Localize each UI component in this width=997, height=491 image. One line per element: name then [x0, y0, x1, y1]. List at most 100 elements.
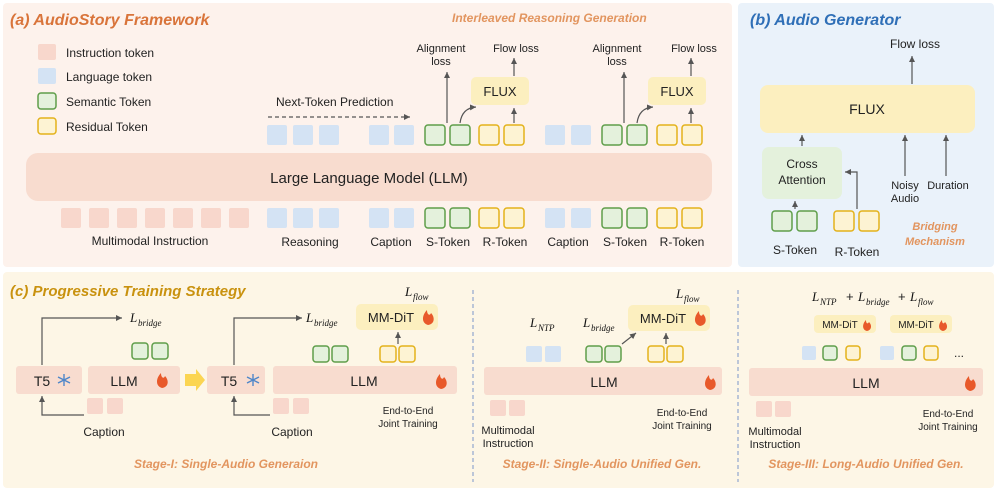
stage3-label: Stage-III: Long-Audio Unified Gen.	[768, 457, 963, 471]
arrow-rtoken-to-cross	[845, 169, 858, 209]
loss-L: L	[909, 289, 917, 304]
plus-sign: +	[846, 289, 854, 304]
language-token	[880, 346, 894, 360]
instruction-token	[117, 208, 137, 228]
label-multimodal-instruction: Multimodal Instruction	[92, 234, 209, 248]
language-token	[293, 208, 313, 228]
plus-sign: +	[898, 289, 906, 304]
panel-a-title: (a) AudioStory Framework	[10, 12, 211, 29]
residual-token	[656, 124, 678, 146]
b-r-token-label: R-Token	[835, 245, 880, 259]
llm-block	[26, 153, 712, 201]
t5-block-1	[16, 366, 82, 394]
semantic-token	[901, 345, 917, 361]
flame-icon	[157, 373, 168, 388]
llm-block-stage1a	[88, 366, 180, 394]
noisy-audio-label-1: Noisy	[891, 180, 919, 192]
legend-language-label: Language token	[66, 70, 152, 84]
semantic-token	[601, 124, 623, 146]
label-s-token-2: S-Token	[603, 235, 647, 249]
residual-token	[845, 345, 861, 361]
llm-block-stage3	[749, 368, 983, 396]
loss-sub: bridge	[866, 297, 890, 307]
loss-flow-s2: L flow	[675, 286, 700, 304]
loss-sub: NTP	[819, 297, 837, 307]
label-s-token-1: S-Token	[426, 235, 470, 249]
loss-sub: flow	[413, 292, 429, 302]
panel-b-flux-label: FLUX	[849, 101, 885, 117]
panel-a-subtitle: Interleaved Reasoning Generation	[452, 11, 647, 25]
language-token	[545, 125, 565, 145]
e2e-label-s2a: End-to-End	[657, 408, 708, 419]
instruction-token	[89, 208, 109, 228]
instruction-token	[145, 208, 165, 228]
residual-token	[478, 207, 500, 229]
semantic-token	[449, 207, 471, 229]
t5-block-2	[207, 366, 265, 394]
language-token	[802, 346, 816, 360]
instruction-token	[273, 398, 289, 414]
mmdit-label-s2: MM-DiT	[640, 311, 686, 326]
flame-icon	[705, 375, 716, 390]
label-r-token-2: R-Token	[660, 235, 705, 249]
residual-token	[503, 124, 525, 146]
residual-token	[681, 124, 703, 146]
lower-token-row	[61, 207, 703, 229]
flame-icon	[965, 376, 976, 391]
residual-token	[647, 345, 665, 363]
llm-label-stage3: LLM	[852, 375, 879, 391]
stage2-label: Stage-II: Single-Audio Unified Gen.	[503, 457, 702, 471]
arrow-semantic-to-flux-1	[459, 104, 477, 124]
instruction-token	[756, 401, 772, 417]
flame-icon	[863, 320, 872, 331]
residual-token	[923, 345, 939, 361]
transition-arrow	[185, 369, 205, 391]
flow-loss-2: Flow loss	[671, 43, 717, 55]
loss-formula-s3: L NTP + L bridge + L flow	[811, 289, 934, 307]
semantic-token	[626, 124, 648, 146]
caption-label-2: Caption	[271, 425, 312, 439]
alignment-loss-1a: Alignment	[417, 43, 466, 55]
semantic-token	[131, 342, 149, 360]
e2e-label-s3a: End-to-End	[923, 409, 974, 420]
arrow-t5-to-bridge-2	[233, 315, 302, 365]
arrow-semantic-to-mmdit-s2	[621, 332, 637, 345]
b-semantic-token	[771, 210, 793, 232]
loss-L: L	[582, 315, 590, 330]
loss-L: L	[675, 286, 683, 301]
semantic-token	[331, 345, 349, 363]
cross-attention-label-2: Attention	[778, 173, 825, 187]
mmdit-label-s1: MM-DiT	[368, 310, 414, 325]
mmdit-block-s3b	[890, 315, 952, 333]
loss-L: L	[529, 315, 537, 330]
language-token	[571, 208, 591, 228]
loss-sub: flow	[918, 297, 934, 307]
language-token	[571, 125, 591, 145]
b-s-token-label: S-Token	[773, 243, 817, 257]
flux-label-2: FLUX	[660, 84, 694, 99]
instruction-token	[61, 208, 81, 228]
flux-block-2	[648, 77, 706, 105]
mmdit-label-s3b: MM-DiT	[898, 320, 934, 331]
residual-token	[666, 345, 684, 363]
loss-L: L	[129, 310, 137, 325]
flame-icon	[695, 311, 706, 326]
b-semantic-token	[796, 210, 818, 232]
snowflake-icon	[246, 374, 260, 386]
e2e-label-s2b: Joint Training	[652, 421, 711, 432]
semantic-token	[312, 345, 330, 363]
label-reasoning: Reasoning	[281, 235, 338, 249]
noisy-audio-label-2: Audio	[891, 193, 919, 205]
language-token	[369, 125, 389, 145]
loss-bridge-s1b: L bridge	[305, 310, 338, 328]
llm-label-stage2: LLM	[590, 374, 617, 390]
language-token	[267, 125, 287, 145]
next-token-label: Next-Token Prediction	[276, 95, 393, 109]
flame-icon	[423, 310, 434, 325]
duration-label: Duration	[927, 180, 969, 192]
loss-sub: bridge	[314, 318, 338, 328]
loss-ntp-s2: L NTP	[529, 315, 555, 333]
residual-token	[503, 207, 525, 229]
e2e-label-s1b: Joint Training	[378, 419, 437, 430]
